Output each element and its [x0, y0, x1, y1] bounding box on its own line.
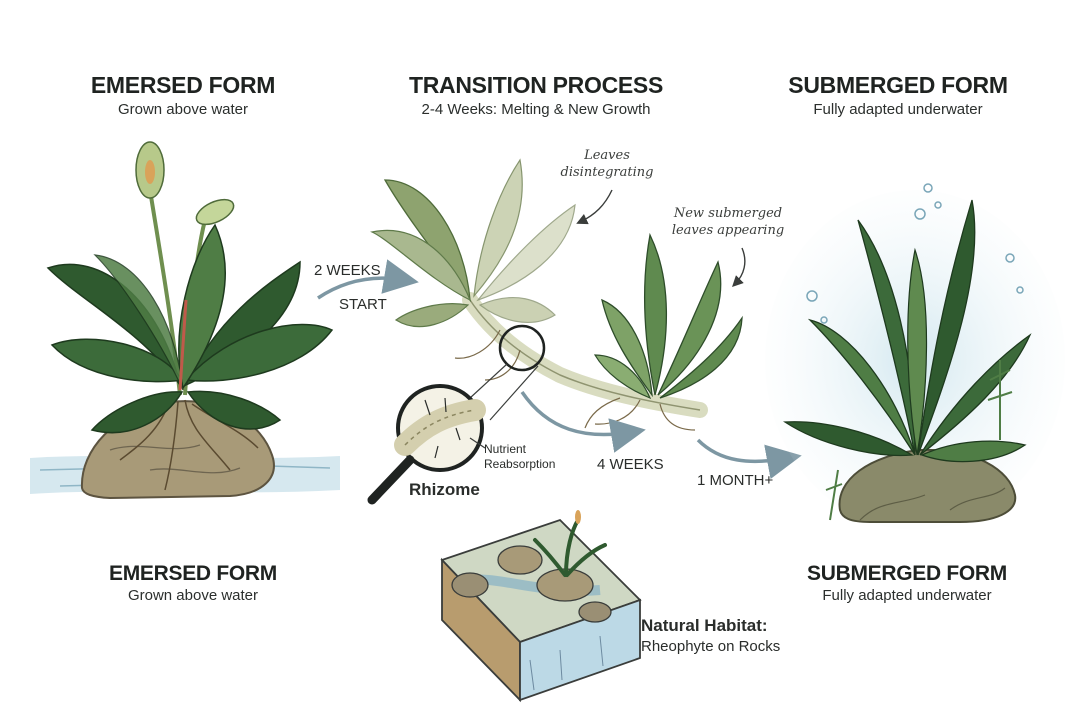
arrow-1-month: [696, 438, 802, 480]
submerged-plant-illustration: [765, 183, 1065, 530]
transition-plant-illustration: [367, 158, 746, 505]
arrow-4-weeks: [520, 391, 646, 453]
emersed-subtitle: Grown above water: [117, 101, 249, 118]
transition-title: TRANSITION PROCESS: [408, 72, 663, 98]
annotation-nutrient: Nutrient Reabsorption: [484, 442, 555, 472]
magnifier-small-circle: [498, 324, 546, 372]
label-2-weeks: 2 WEEKS: [314, 262, 381, 279]
label-1-month: 1 MONTH+: [697, 472, 774, 489]
submerged-bottom-title: SUBMERGED FORM: [807, 562, 1007, 585]
emersed-plant-illustration: [30, 141, 340, 500]
transition-subtitle: 2-4 Weeks: Melting & New Growth: [421, 101, 651, 118]
submerged-rock: [838, 448, 1017, 523]
annotation-nutrient-line1: Nutrient: [484, 442, 527, 456]
submerged-subtitle: Fully adapted underwater: [813, 101, 983, 118]
annotation-leaves-line2: disintegrating: [560, 165, 654, 180]
habitat-illustration: [440, 510, 642, 703]
label-rhizome: Rhizome: [409, 480, 480, 499]
annotation-new-line1: New submerged: [673, 206, 783, 221]
annotation-leaves-disintegrating: Leaves disintegrating: [552, 147, 662, 181]
magnifier-handle: [367, 455, 415, 505]
habitat-subtitle: Rheophyte on Rocks: [641, 638, 781, 655]
habitat-title: Natural Habitat:: [641, 616, 768, 635]
label-start: START: [339, 296, 387, 313]
emersed-bottom-title: EMERSED FORM: [109, 562, 277, 585]
annotation-leaves-line1: Leaves: [584, 148, 630, 163]
emersed-bottom-subtitle: Grown above water: [127, 587, 259, 604]
annotation-nutrient-line2: Reabsorption: [484, 457, 556, 471]
annotation-new-leaves: New submerged leaves appearing: [668, 205, 788, 239]
submerged-title: SUBMERGED FORM: [788, 72, 1008, 98]
annotation-new-line2: leaves appearing: [671, 223, 785, 238]
emersed-title: EMERSED FORM: [90, 72, 276, 98]
arrow-start: [317, 259, 419, 300]
label-4-weeks: 4 WEEKS: [597, 456, 664, 473]
submerged-bottom-subtitle: Fully adapted underwater: [822, 587, 992, 604]
